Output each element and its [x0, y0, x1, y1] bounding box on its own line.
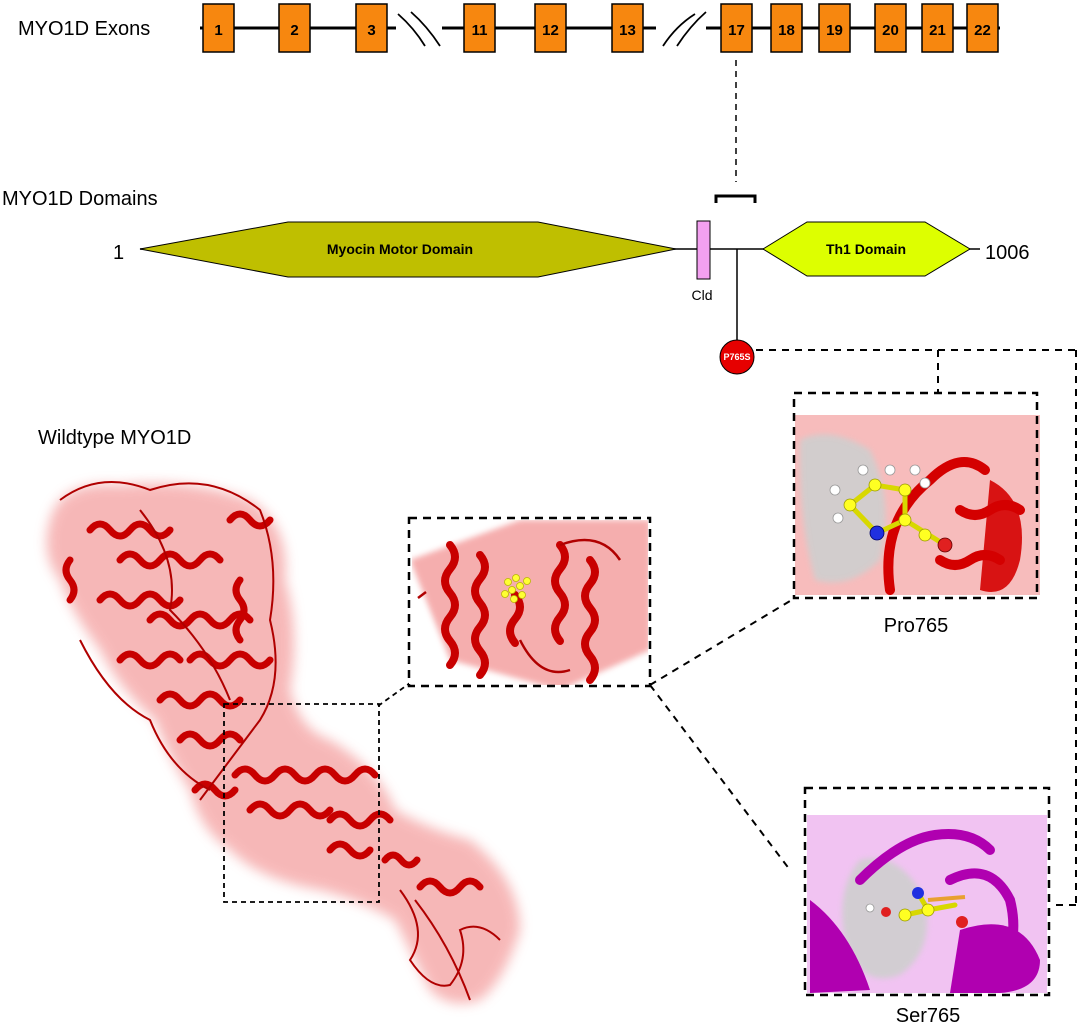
selection-box [223, 703, 380, 903]
exon-label: 19 [826, 22, 843, 39]
mutation-label: P765S [723, 352, 750, 362]
cld-domain [696, 220, 711, 280]
exon-11: 11 [463, 3, 496, 53]
exon-label: 21 [929, 22, 946, 39]
exon-gap-2 [656, 11, 707, 47]
domain-end-label: 1006 [985, 242, 1030, 264]
zoom-to-pro-connector [649, 597, 796, 686]
ser765-label: Ser765 [896, 1005, 961, 1027]
exon-18: 18 [770, 3, 803, 53]
exon17-bracket [714, 194, 757, 203]
exon-12: 12 [534, 3, 567, 53]
exon-20: 20 [874, 3, 907, 53]
cld-label: Cld [691, 287, 712, 303]
domains-title: MYO1D Domains [2, 188, 158, 210]
zoom-panel [407, 516, 652, 688]
exon-label: 11 [472, 22, 488, 39]
th1-domain [762, 221, 971, 277]
ser765-panel: Ser765 [803, 786, 1051, 1027]
exon-label: 20 [882, 22, 899, 39]
exon-label: 13 [619, 22, 636, 39]
pro765-label: Pro765 [884, 615, 949, 637]
exon-22: 22 [966, 3, 999, 53]
mutation-marker [719, 339, 755, 375]
wildtype-label: Wildtype MYO1D [38, 427, 191, 449]
mutation-connectors [756, 349, 1077, 906]
exon-label: 2 [290, 22, 298, 39]
exon-19: 19 [818, 3, 851, 53]
exon-label: 18 [778, 22, 795, 39]
exon-label: 12 [542, 22, 559, 39]
pro765-panel: Pro765 [792, 391, 1040, 637]
exon-track: MYO1D Exons 1 2 3 11 12 13 17 18 19 20 2… [18, 3, 1000, 53]
selection-connector [377, 682, 411, 707]
exon-gap-1 [396, 11, 442, 47]
exon-2: 2 [278, 3, 311, 53]
exons-title: MYO1D Exons [18, 18, 150, 40]
exon-label: 22 [974, 22, 991, 39]
domain-start-label: 1 [113, 242, 124, 264]
motor-domain-label: Myocin Motor Domain [327, 241, 473, 257]
exon-17: 17 [720, 3, 753, 53]
exon-label: 1 [214, 22, 222, 39]
domain-track: MYO1D Domains 1 1006 Myocin Motor Domain… [2, 188, 1030, 375]
zoom-to-ser-connector [649, 684, 791, 871]
exon-label: 3 [367, 22, 375, 39]
exon-label: 17 [728, 22, 745, 39]
th1-domain-label: Th1 Domain [826, 241, 906, 257]
wildtype-structure [46, 481, 521, 1004]
exon-21: 21 [921, 3, 954, 53]
motor-domain [139, 221, 677, 278]
exon-3: 3 [355, 3, 388, 53]
exon-13: 13 [611, 3, 644, 53]
exon-1: 1 [202, 3, 235, 53]
